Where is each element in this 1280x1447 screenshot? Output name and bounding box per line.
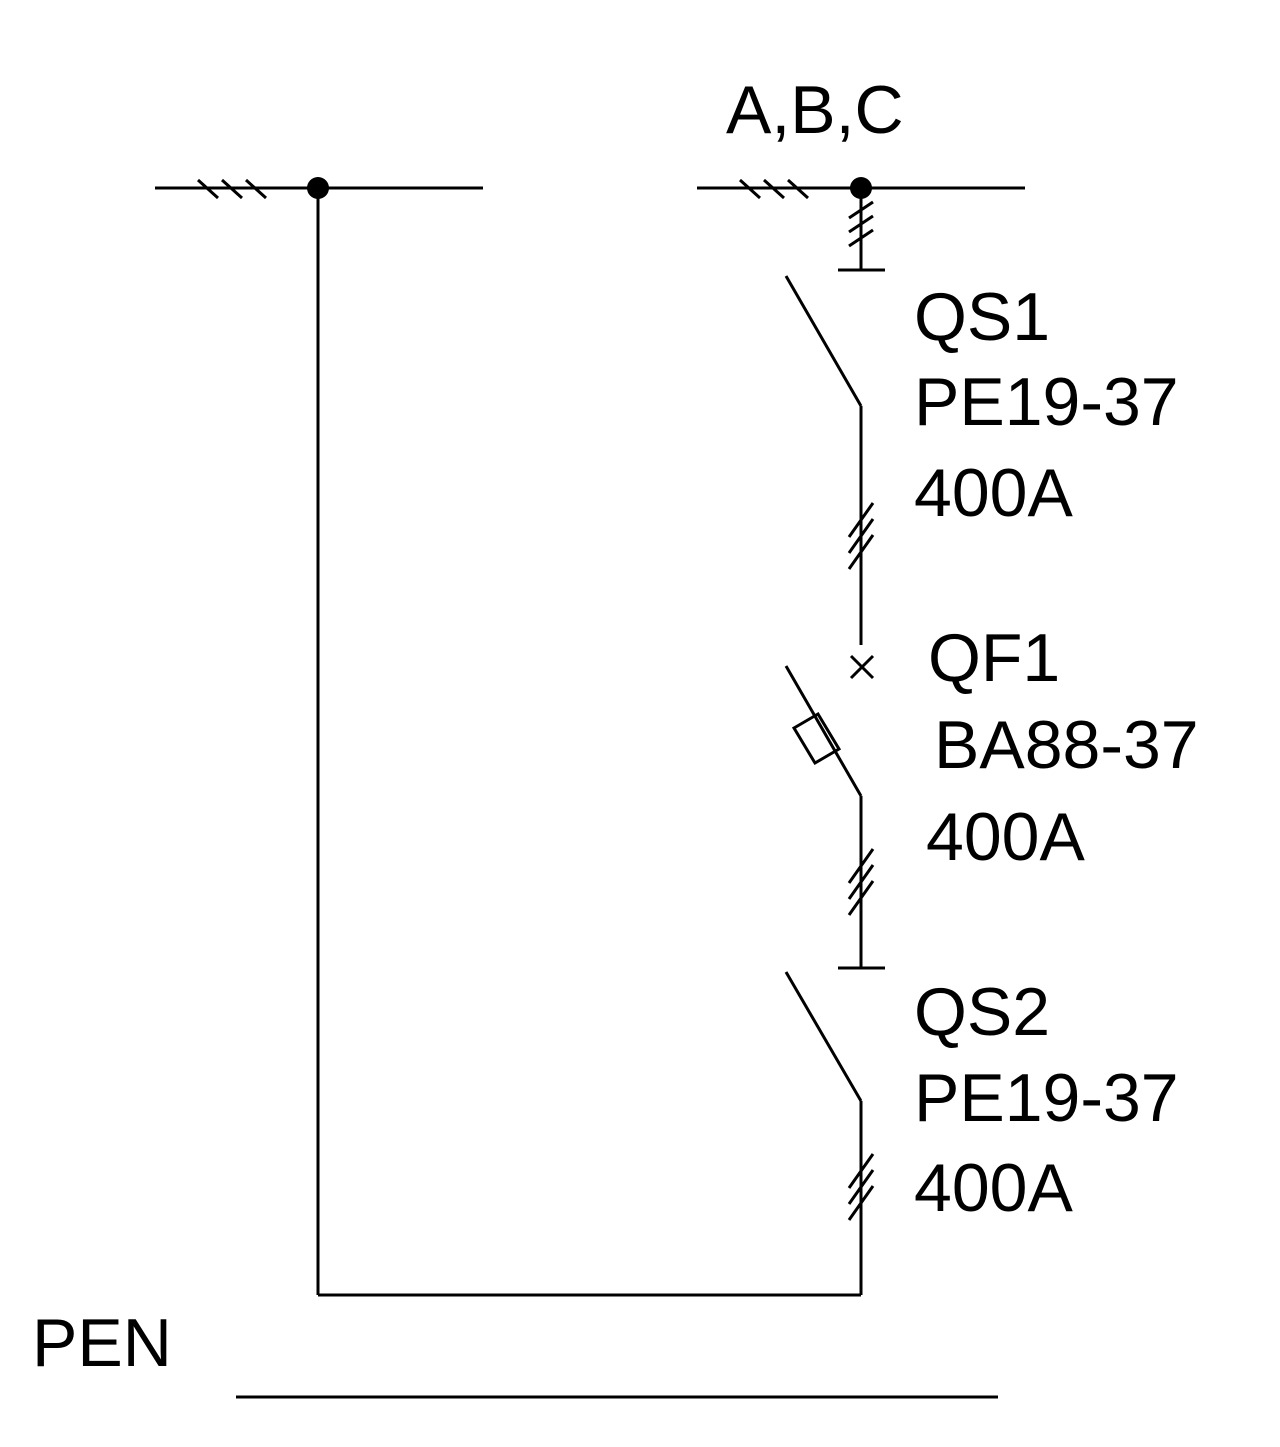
phase-tick: [847, 534, 875, 570]
qf1-release-box: [791, 711, 842, 766]
phase-tick: [847, 1153, 875, 1189]
phase-tick: [848, 214, 874, 234]
qs1-designation: QS1: [914, 279, 1050, 355]
right-bus: A,B,C: [697, 72, 1025, 200]
qf1-model: BA88-37: [934, 707, 1199, 783]
qs1-model: PE19-37: [914, 364, 1179, 440]
bus-phase-label: A,B,C: [726, 72, 904, 148]
phase-tick: [847, 1169, 875, 1205]
qs2-three-phase-ticks: [847, 1153, 875, 1221]
right-bus-three-phase-ticks: [738, 178, 810, 200]
return-loop: [316, 188, 861, 1297]
pen-conductor: PEN: [32, 1305, 998, 1399]
phase-tick: [762, 178, 786, 200]
qs2-blade: [784, 971, 863, 1102]
qs1-disconnector: QS1 PE19-37 400A: [784, 275, 1179, 645]
qf1-three-phase-ticks: [847, 848, 875, 916]
phase-tick: [244, 178, 268, 200]
qf1-blade: [784, 665, 863, 797]
qs2-designation: QS2: [914, 974, 1050, 1050]
phase-tick: [847, 880, 875, 916]
phase-tick: [848, 200, 874, 220]
phase-tick: [847, 848, 875, 884]
qs1-three-phase-ticks: [847, 502, 875, 570]
qf1-circuit-breaker: QF1 BA88-37 400A: [784, 620, 1199, 970]
feeder-top: [838, 188, 885, 272]
phase-tick: [847, 502, 875, 538]
feeder-three-phase-ticks: [848, 200, 874, 248]
phase-tick: [786, 178, 810, 200]
cross-stroke: [849, 654, 875, 680]
qs1-rating: 400A: [914, 455, 1073, 531]
phase-tick: [220, 178, 244, 200]
phase-tick: [847, 864, 875, 900]
qf1-designation: QF1: [928, 620, 1060, 696]
left-bus-three-phase-ticks: [196, 178, 268, 200]
phase-tick: [847, 1185, 875, 1221]
phase-tick: [738, 178, 762, 200]
qs2-disconnector: QS2 PE19-37 400A: [784, 971, 1179, 1295]
qf1-rating: 400A: [926, 799, 1085, 875]
qs2-rating: 400A: [914, 1150, 1073, 1226]
phase-tick: [196, 178, 220, 200]
qs1-blade: [784, 275, 863, 407]
qf1-breaker-cross: [849, 654, 875, 680]
pen-label: PEN: [32, 1305, 172, 1381]
phase-tick: [848, 228, 874, 248]
phase-tick: [847, 518, 875, 554]
qs2-model: PE19-37: [914, 1060, 1179, 1136]
